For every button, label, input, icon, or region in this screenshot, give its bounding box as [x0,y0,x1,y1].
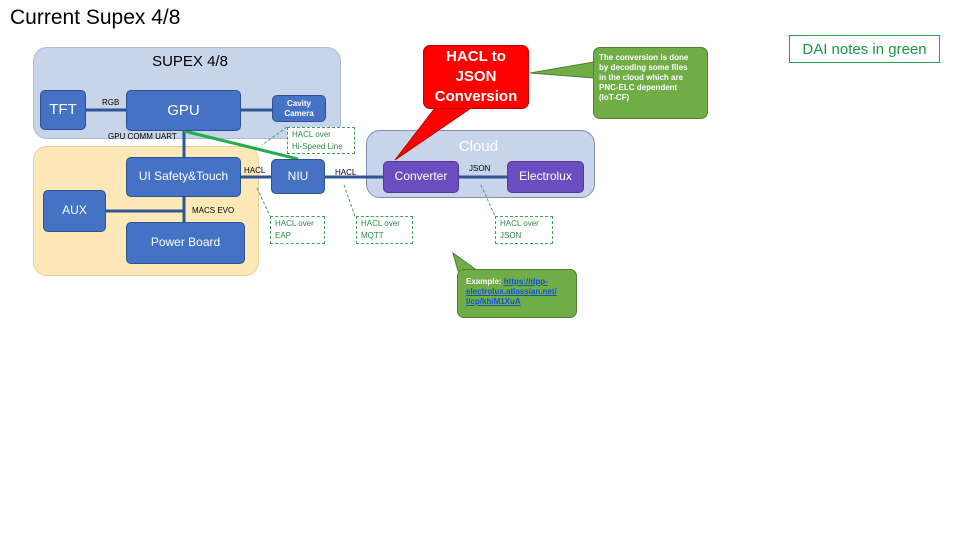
hacl-eap-note: HACL over EAP [270,216,325,244]
hacl-to-json-callout: HACL to JSON Conversion [423,45,529,109]
hacl-mqtt-note-line2: MQTT [361,231,384,240]
example-callout: Example: https://dpp- electrolux.atlassi… [457,269,577,318]
macs-evo-label: MACS EVO [192,206,235,215]
json-note-leader [480,184,496,217]
example-link-part1[interactable]: https://dpp- [503,277,548,286]
hacl-hispeed-note: HACL over Hi-Speed Line [287,127,355,154]
hacl-eap-note-line1: HACL over [275,219,314,228]
conversion-note-tail [529,61,595,79]
conversion-note-line1: The conversion is done [599,53,689,62]
hacl-hispeed-note-line2: Hi-Speed Line [292,142,343,151]
hacl-mqtt-note-line1: HACL over [361,219,400,228]
cloud-group-title: Cloud [458,138,499,155]
power-board-block: Power Board [126,222,245,264]
conversion-note-line5: (IoT-CF) [599,93,630,102]
niu-block: NIU [271,159,325,194]
example-link-part2[interactable]: electrolux.atlassian.net/ [466,287,557,296]
hacl-to-json-line2: JSON [455,68,497,85]
example-label: Example: [466,277,504,286]
page-title: Current Supex 4/8 [10,6,181,29]
aux-block: AUX [43,190,106,232]
example-link-part3[interactable]: l/cp/khiM1XuA [466,297,521,306]
gpu-niu-green-line [183,129,299,161]
converter-block: Converter [383,161,459,193]
cavity-camera-block: Cavity Camera [272,95,326,122]
hacl-ui-niu-label: HACL [244,166,266,175]
hacl-json-note-line2: JSON [500,231,522,240]
mqtt-note-leader [343,184,356,217]
hacl-eap-note-line2: EAP [275,231,292,240]
conversion-note-line3: in the cloud which are [599,73,684,82]
hacl-hispeed-note-line1: HACL over [292,130,331,139]
conversion-note-line4: PNC-ELC dependent [599,83,678,92]
hacl-json-note: HACL over JSON [495,216,553,244]
electrolux-block: Electrolux [507,161,584,193]
hacl-to-json-line1: HACL to [446,48,506,65]
gpu-block: GPU [126,90,241,131]
eap-note-leader [256,187,271,217]
hacl-json-callout-tail [394,107,473,161]
json-label: JSON [469,164,491,173]
conversion-note-callout: The conversion is done by decoding some … [593,47,708,119]
conversion-note-line2: by decoding some files [599,63,688,72]
supex-group-title: SUPEX 4/8 [152,53,228,70]
tft-block: TFT [40,90,86,130]
hacl-json-note-line1: HACL over [500,219,539,228]
gpu-comm-uart-label: GPU COMM UART [108,132,177,141]
legend-box: DAI notes in green [789,35,940,63]
rgb-label: RGB [102,98,120,107]
ui-safety-touch-block: UI Safety&Touch [126,157,241,197]
hacl-to-json-line3: Conversion [434,88,518,105]
hacl-niu-cloud-label: HACL [335,168,357,177]
hacl-mqtt-note: HACL over MQTT [356,216,413,244]
hispeed-note-leader [261,126,288,146]
